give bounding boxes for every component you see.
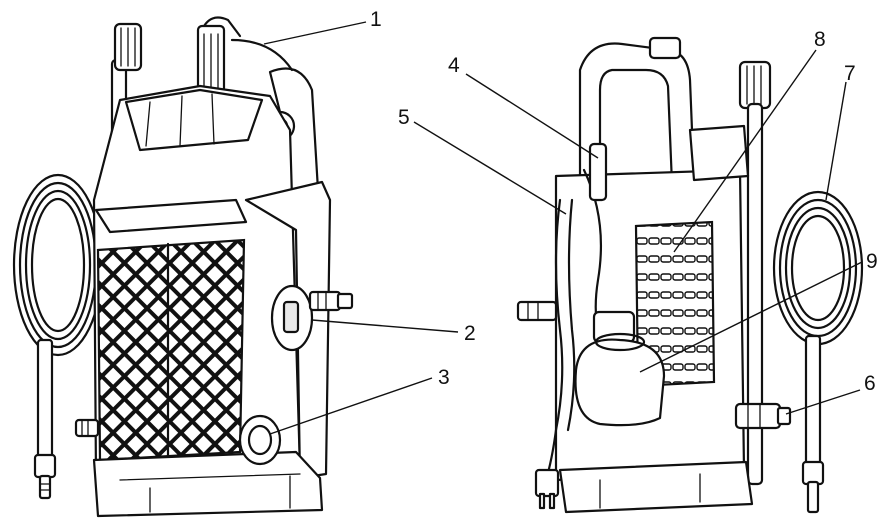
front-coiled-hose (12, 173, 104, 357)
callout-6: 6 (864, 372, 876, 395)
leader-3 (269, 377, 433, 435)
callout-5: 5 (398, 106, 410, 129)
leader-4 (465, 73, 599, 159)
callout-3: 3 (438, 366, 450, 389)
leader-6 (785, 389, 861, 415)
callout-7: 7 (844, 62, 856, 85)
callout-2: 2 (464, 322, 476, 345)
leader-8 (673, 49, 817, 253)
leader-1 (263, 21, 367, 45)
front-view (12, 16, 354, 518)
front-on-off-switch (270, 284, 314, 352)
front-grille (96, 238, 246, 462)
rear-spray-lance (801, 334, 825, 514)
front-inlet-fitting (74, 418, 100, 438)
rear-cord-hook (588, 142, 608, 202)
leader-9 (639, 261, 863, 373)
rear-view (516, 36, 864, 514)
callout-9: 9 (866, 250, 878, 273)
leader-5 (413, 121, 567, 215)
callout-8: 8 (814, 28, 826, 51)
front-outlet-fitting (308, 290, 354, 312)
callout-1: 1 (370, 8, 382, 31)
rear-body (554, 124, 750, 482)
callout-labels: 1 2 3 4 5 6 7 8 9 (370, 8, 878, 395)
rear-handle (578, 36, 772, 486)
leader-7 (825, 81, 847, 201)
leader-lines (263, 21, 863, 435)
rear-water-inlet (734, 402, 792, 430)
rear-power-cord (534, 168, 612, 510)
rear-detergent-tank (574, 332, 666, 427)
front-spray-lance (33, 338, 57, 500)
front-detergent-inlet (238, 414, 282, 466)
front-base (92, 450, 324, 518)
rear-base (558, 460, 754, 514)
callout-4: 4 (448, 54, 460, 77)
leader-2 (311, 319, 459, 333)
